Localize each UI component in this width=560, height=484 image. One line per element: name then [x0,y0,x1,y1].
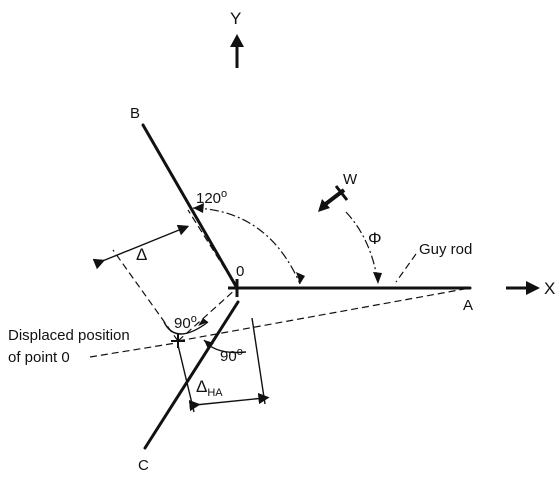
point-a-label: A [463,297,473,314]
angle-120-label: 120o [196,188,227,207]
wind-label: W [343,171,358,188]
displaced-position-leader [89,342,177,358]
angle-90-left-label: 90o [174,313,197,332]
x-axis-label: X [544,279,555,298]
delta-dimension [92,224,190,270]
guy-rod-leader [395,253,417,283]
displacement-vector [177,287,238,342]
angle-120-arc [192,207,301,285]
y-axis-arrow [230,34,244,68]
delta-ha-dimension [177,317,270,413]
guy-rod-label: Guy rod [419,241,472,258]
angle-90-left-arc [163,321,209,335]
delta-label: Δ [136,245,147,264]
displaced-position-label-line1: Displaced position [8,327,130,344]
x-axis-arrow [506,281,540,295]
displaced-position-label-line2: of point 0 [8,349,70,366]
angle-phi-label: Φ [368,229,382,248]
displaced-line-to-a [177,287,471,342]
delta-ha-label: ΔHA [196,377,223,399]
y-axis-label: Y [230,9,241,28]
guy-line-oc [143,300,240,450]
perpendicular-dash-upper [187,209,238,289]
angle-90-right-label: 90o [220,346,243,365]
point-c-label: C [138,457,149,474]
point-o-label: 0 [236,263,244,280]
guy-line-ob [141,123,239,290]
wind-arrow [318,185,349,212]
point-b-label: B [130,105,140,122]
angle-phi-arc [345,211,379,285]
